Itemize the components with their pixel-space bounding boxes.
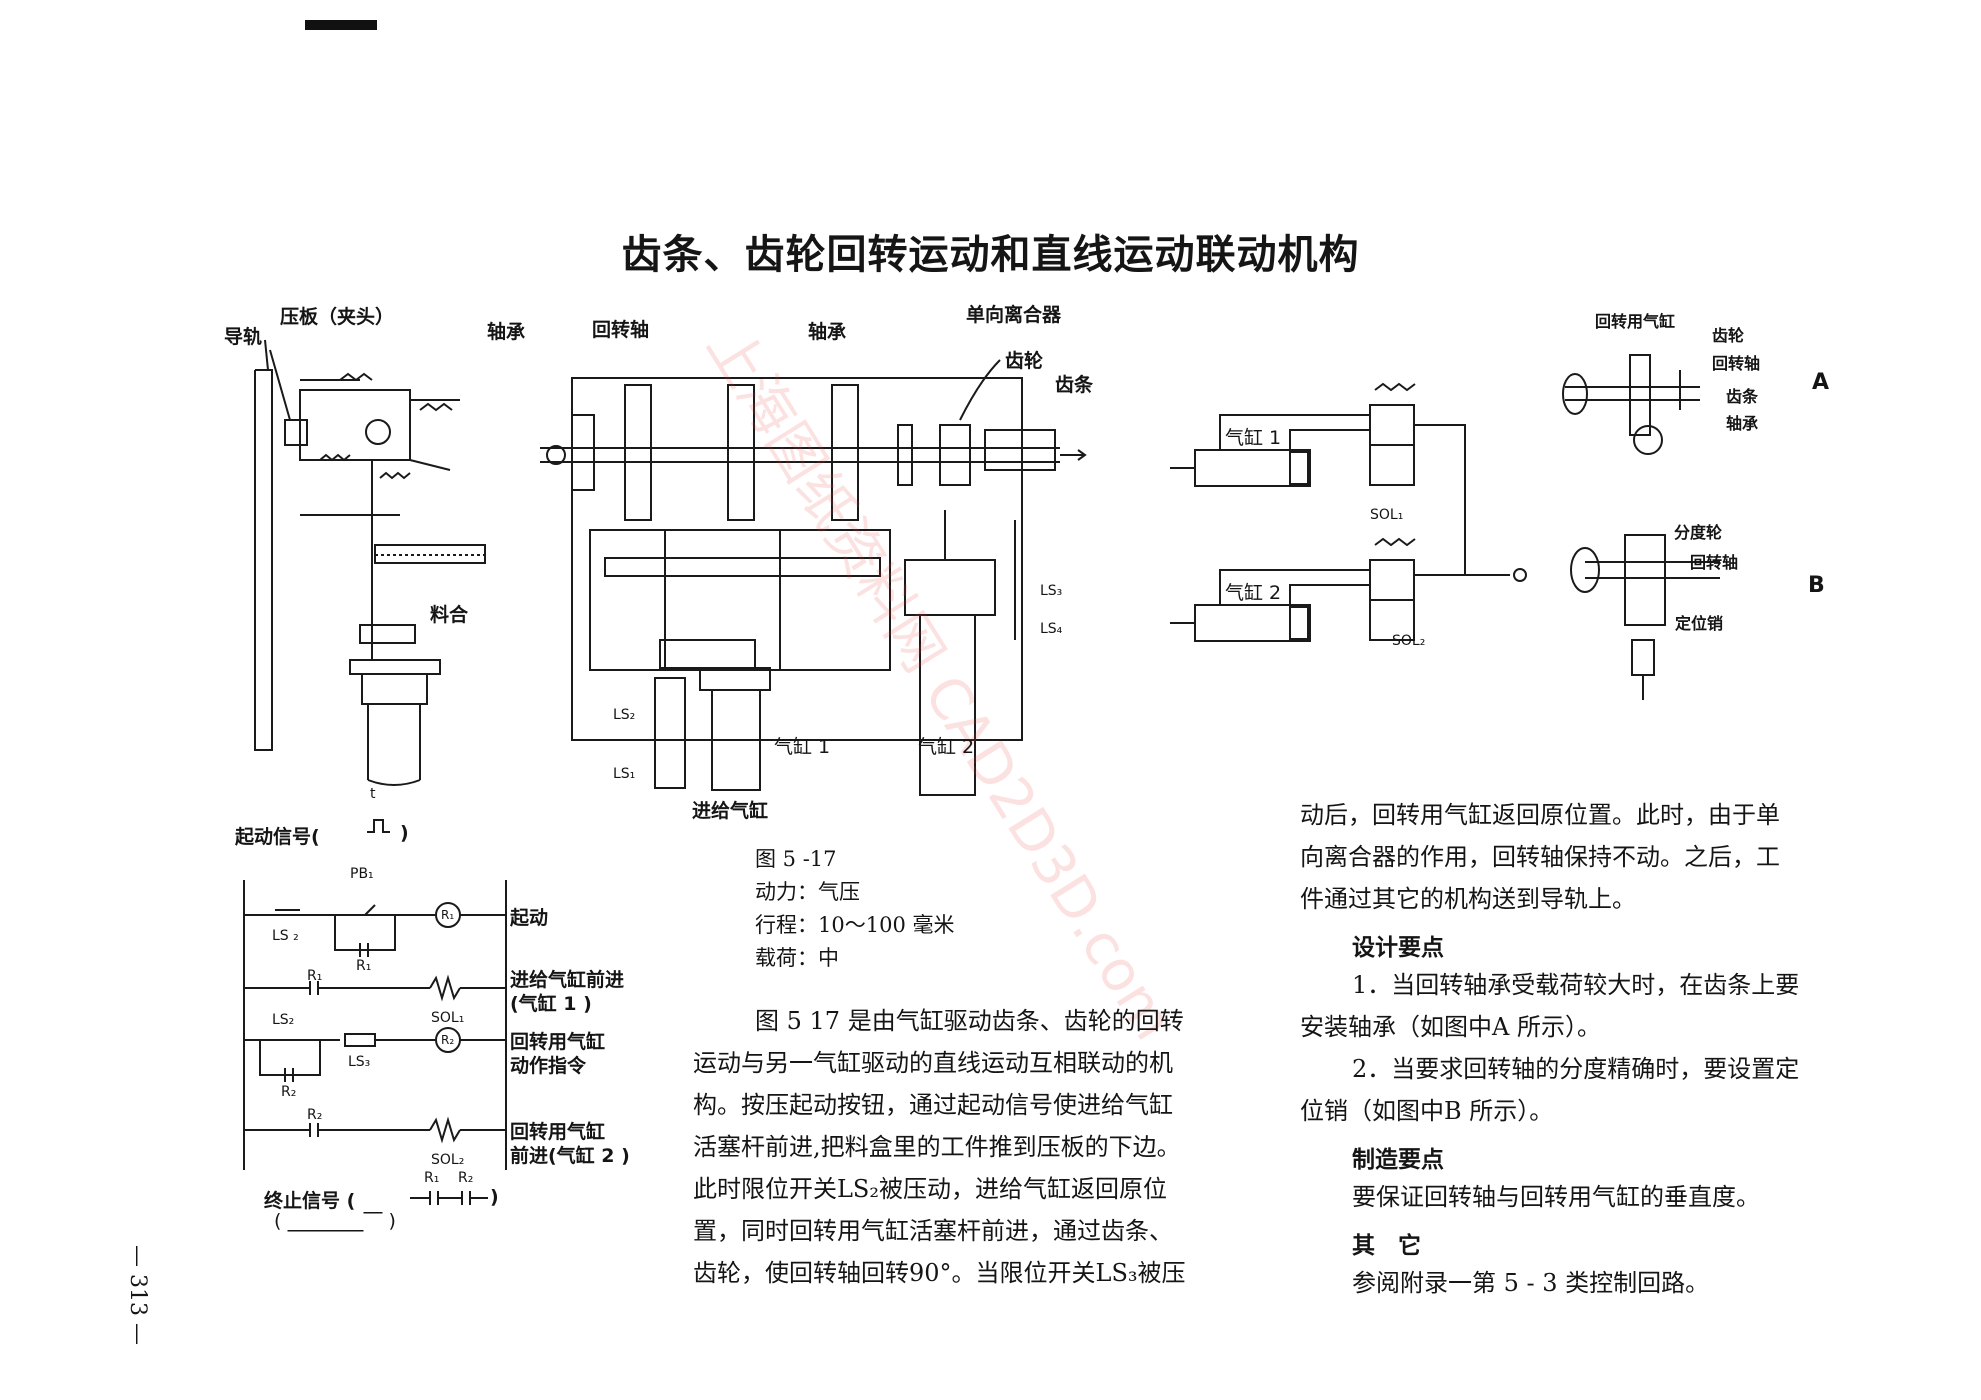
spec-load: 载荷：中 — [755, 946, 839, 970]
end-signal-label: 终止信号 ( — [264, 1190, 356, 1212]
rung4-output-label-b: 前进(气缸 2 ) — [510, 1145, 630, 1167]
gear-label: 齿轮 — [1005, 350, 1044, 372]
detail-a-drawing — [1562, 354, 1700, 455]
rung1-output-label: 起动 — [510, 907, 549, 929]
pneumatic-cylinder-1-label: 气缸 1 — [1225, 427, 1282, 449]
figure-number: 图 5 -17 — [755, 847, 837, 871]
detail-a-letter: A — [1812, 370, 1830, 395]
detail-a-rack-label: 齿条 — [1726, 387, 1759, 406]
page-title: 齿条、齿轮回转运动和直线运动联动机构 — [621, 232, 1360, 278]
start-signal-label: 起动信号( — [235, 826, 320, 848]
design-point-2a: 2．当要求回转轴的分度精确时，要设置定 — [1352, 1055, 1800, 1083]
sol1-ladder-label: SOL₁ — [431, 1010, 465, 1026]
ladder-diagram — [243, 819, 507, 1205]
bearing-right-label: 轴承 — [808, 321, 847, 343]
cylinder-1-label: 气缸 1 — [774, 736, 831, 758]
body-left-line-3: 构。按压起动按钮，通过起动信号使进给气缸 — [693, 1091, 1173, 1119]
rung3-output-label-b: 动作指令 — [510, 1055, 587, 1077]
end-r2-label: R₂ — [458, 1170, 474, 1186]
design-point-1a: 1．当回转轴承受载荷较大时，在齿条上要 — [1352, 971, 1800, 999]
design-point-1b: 安装轴承（如图中A 所示）。 — [1300, 1013, 1601, 1041]
detail-b-drawing — [1570, 534, 1720, 700]
rung4-output-label-a: 回转用气缸 — [510, 1121, 606, 1143]
other-heading: 其 它 — [1352, 1233, 1421, 1259]
end-signal-close: ) — [490, 1186, 499, 1208]
body-right-line-3: 件通过其它的机构送到导轨上。 — [1300, 885, 1636, 913]
body-left-line-6: 置，同时回转用气缸活塞杆前进，通过齿条、 — [693, 1217, 1173, 1245]
r1-self-hold-label: R₁ — [356, 958, 372, 974]
spec-power: 动力：气压 — [755, 880, 860, 904]
spec-stroke: 行程：10～100 毫米 — [755, 913, 955, 937]
body-left-line-5: 此时限位开关LS₂被压动，进给气缸返回原位 — [693, 1175, 1167, 1203]
detail-b-index-wheel-label: 分度轮 — [1674, 523, 1723, 542]
coil-r1-label: R₁ — [441, 908, 455, 922]
body-right-line-1: 动后，回转用气缸返回原位置。此时，由于单 — [1300, 801, 1780, 829]
ls2-ladder-label: LS₂ — [272, 1012, 295, 1028]
press-plate-label: 压板（夹头） — [280, 306, 395, 328]
ls3-label: LS₃ — [1040, 583, 1063, 599]
body-left-line-7: 齿轮，使回转轴回转90°。当限位开关LS₃被压 — [693, 1259, 1186, 1287]
r1-contact-label: R₁ — [307, 968, 323, 984]
coil-r2-label: R₂ — [441, 1033, 455, 1047]
fixture-drawing — [254, 339, 486, 786]
one-way-clutch-label: 单向离合器 — [966, 304, 1062, 326]
r2-contact-label: R₂ — [307, 1107, 323, 1123]
detail-b-shaft-label: 回转轴 — [1690, 553, 1739, 572]
rung3-output-label-a: 回转用气缸 — [510, 1031, 606, 1053]
body-right-line-2: 向离合器的作用，回转轴保持不动。之后，工 — [1300, 843, 1780, 871]
bearing-left-label: 轴承 — [487, 321, 526, 343]
sol2-ladder-label: SOL₂ — [431, 1152, 465, 1168]
ls2-label: LS₂ — [613, 707, 636, 723]
cylinder-2-label: 气缸 2 — [918, 736, 975, 758]
detail-a-gear-label: 齿轮 — [1712, 326, 1745, 345]
design-heading: 设计要点 — [1352, 935, 1444, 961]
detail-b-letter: B — [1808, 573, 1825, 598]
ls3-ladder-label: LS₃ — [348, 1054, 371, 1070]
scan-mark — [305, 20, 377, 30]
detail-b-pin-label: 定位销 — [1675, 614, 1724, 633]
manufacturing-text: 要保证回转轴与回转用气缸的垂直度。 — [1352, 1183, 1760, 1211]
rung2-output-label-b: (气缸 1 ) — [510, 993, 592, 1015]
detail-a-bearing-label: 轴承 — [1726, 414, 1759, 433]
machine-drawing — [540, 359, 1087, 796]
pulse-width-label: t — [370, 786, 376, 802]
r2-hold-label: R₂ — [281, 1084, 297, 1100]
ls2-contact-label: LS ₂ — [272, 928, 299, 944]
sol1-label: SOL₁ — [1370, 507, 1404, 523]
detail-a-cylinder-label: 回转用气缸 — [1595, 312, 1676, 331]
pb1-label: PB₁ — [350, 866, 374, 882]
end-signal-waveform: ( ⎽⎽⎽⎽⎺ ) — [274, 1210, 396, 1232]
start-signal-close: ) — [400, 822, 409, 844]
ls1-label: LS₁ — [613, 766, 636, 782]
pneumatic-circuit — [1170, 382, 1527, 642]
rack-label: 齿条 — [1055, 374, 1094, 396]
page-number: — 313 — — [125, 1245, 150, 1345]
body-left-line-1: 图 5 17 是由气缸驱动齿条、齿轮的回转 — [755, 1007, 1184, 1035]
ls4-label: LS₄ — [1040, 621, 1063, 637]
detail-a-shaft-label: 回转轴 — [1712, 354, 1761, 373]
pneumatic-cylinder-2-label: 气缸 2 — [1225, 582, 1282, 604]
feed-cylinder-label: 进给气缸 — [692, 800, 769, 822]
sol2-label: SOL₂ — [1392, 633, 1426, 649]
rotary-shaft-label: 回转轴 — [592, 319, 650, 341]
other-text: 参阅附录一第 5 - 3 类控制回路。 — [1352, 1269, 1710, 1297]
body-left-line-4: 活塞杆前进,把料盒里的工件推到压板的下边。 — [693, 1133, 1181, 1161]
design-point-2b: 位销（如图中B 所示）。 — [1300, 1097, 1554, 1125]
hopper-label: 料合 — [430, 604, 469, 626]
rung2-output-label-a: 进给气缸前进 — [510, 969, 625, 991]
manufacturing-heading: 制造要点 — [1352, 1147, 1444, 1173]
guide-rail-label: 导轨 — [224, 326, 263, 348]
body-left-line-2: 运动与另一气缸驱动的直线运动互相联动的机 — [693, 1049, 1173, 1077]
end-r1-label: R₁ — [424, 1170, 440, 1186]
